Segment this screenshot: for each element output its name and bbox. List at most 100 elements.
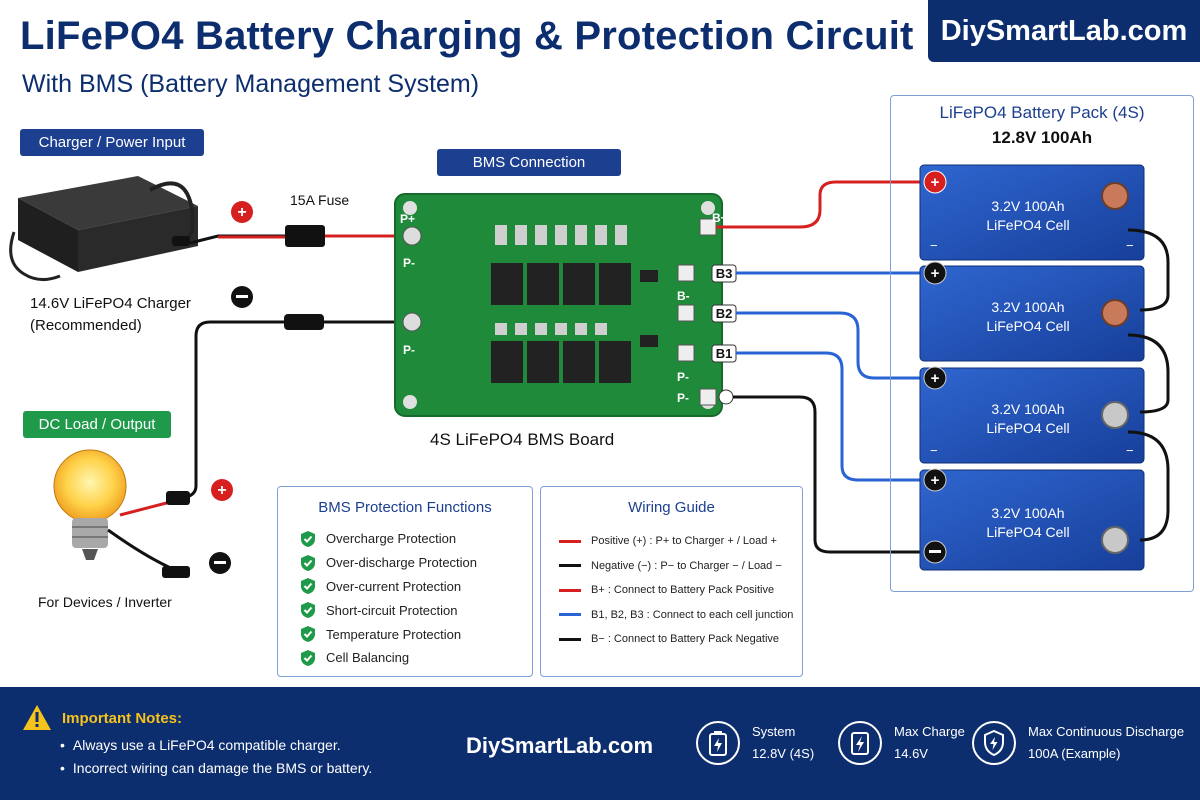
shield-check-icon: [301, 578, 315, 595]
battery-icon: [696, 721, 740, 765]
page-title: LiFePO4 Battery Charging & Protection Ci…: [20, 14, 914, 58]
svg-text:P-: P-: [403, 343, 415, 357]
battery-pack-frame: [890, 95, 1194, 592]
svg-text:P+: P+: [400, 212, 415, 226]
cell-label: 3.2V 100Ah LiFePO4 Cell: [948, 298, 1108, 336]
red-wire-swatch: [559, 588, 581, 592]
battery-pack-title: LiFePO4 Battery Pack (4S): [939, 103, 1145, 122]
svg-text:+: +: [217, 482, 226, 499]
list-item: Over-current Protection: [300, 575, 477, 599]
svg-text:−: −: [930, 443, 938, 458]
protection-item-label: Short-circuit Protection: [326, 602, 458, 618]
protection-item-label: Cell Balancing: [326, 650, 410, 666]
svg-text:B2: B2: [716, 306, 733, 321]
cell-voltage: 3.2V 100Ah: [991, 505, 1065, 521]
cell-label: 3.2V 100Ah LiFePO4 Cell: [948, 504, 1108, 542]
shield-check-icon: [301, 626, 315, 643]
spec-value: 100A (Example): [1028, 746, 1121, 761]
charger-tag: Charger / Power Input: [20, 129, 204, 156]
charger-device: [9, 176, 198, 281]
svg-text:B1: B1: [716, 346, 733, 361]
protection-panel: BMS Protection Functions Overcharge Prot…: [277, 486, 533, 677]
fuse-label: 15A Fuse: [290, 192, 350, 208]
spec-label: System: [752, 724, 796, 739]
wiring-item-label: B− : Connect to Battery Pack Negative: [591, 633, 780, 646]
spec-value: 14.6V: [894, 746, 928, 761]
cell-type: LiFePO4 Cell: [986, 524, 1070, 540]
warning-icon: [23, 705, 51, 730]
cell-label: 3.2V 100Ah LiFePO4 Cell: [948, 197, 1108, 235]
svg-text:−: −: [1126, 443, 1134, 458]
wiring-guide-list: Positive (+) : P+ to Charger + / Load + …: [559, 529, 793, 652]
svg-text:B+: B+: [712, 211, 728, 225]
load-caption: For Devices / Inverter: [38, 594, 172, 610]
svg-text:P-: P-: [403, 256, 415, 270]
protection-item-label: Over-discharge Protection: [326, 555, 478, 571]
charger-minus-marker: [231, 286, 253, 308]
lightning-icon: [838, 721, 882, 765]
svg-text:−: −: [1126, 238, 1134, 253]
load-tag: DC Load / Output: [23, 411, 171, 438]
list-item: Over-discharge Protection: [300, 551, 477, 575]
svg-text:+: +: [931, 174, 940, 191]
spec-value: 12.8V (4S): [752, 746, 815, 761]
bms-board: P+ P- P- B+ B- P- P- B3 B2 B1: [394, 193, 737, 417]
shield-check-icon: [301, 530, 315, 547]
list-item: Incorrect wiring can damage the BMS or b…: [72, 760, 372, 783]
page-subtitle: With BMS (Battery Management System): [22, 70, 480, 98]
black-wire-swatch: [559, 637, 581, 641]
spec-label: Max Charge: [894, 724, 965, 739]
svg-text:B3: B3: [716, 266, 733, 281]
black-wire-swatch: [559, 564, 581, 568]
notes-list: Always use a LiFePO4 compatible charger.…: [72, 737, 372, 783]
charger-caption-line2: (Recommended): [30, 317, 142, 334]
shield-check-icon: [301, 602, 315, 619]
shield-check-icon: [301, 649, 315, 666]
list-item: Overcharge Protection: [300, 527, 477, 551]
shield-bolt-icon: [972, 721, 1016, 765]
list-item: Always use a LiFePO4 compatible charger.: [72, 737, 372, 760]
notes-title: Important Notes:: [62, 710, 182, 727]
svg-text:B-: B-: [677, 289, 690, 303]
svg-text:+: +: [931, 265, 940, 282]
fuse: [285, 225, 325, 247]
load-minus-marker: [209, 552, 231, 574]
wiring-item-label: Negative (−) : P− to Charger − / Load −: [591, 559, 782, 572]
protection-list: Overcharge Protection Over-discharge Pro…: [300, 527, 477, 670]
red-wire-swatch: [559, 539, 581, 543]
list-item: Short-circuit Protection: [300, 598, 477, 622]
battery-pack-rating: 12.8V 100Ah: [991, 128, 1093, 147]
blue-wire-swatch: [559, 613, 581, 617]
bms-connection-tag: BMS Connection: [437, 149, 621, 176]
cell-label: 3.2V 100Ah LiFePO4 Cell: [948, 400, 1108, 438]
shield-check-icon: [301, 554, 315, 571]
footer-brand: DiySmartLab.com: [466, 733, 654, 758]
wiring-item-label: B1, B2, B3 : Connect to each cell juncti…: [591, 608, 794, 621]
protection-item-label: Overcharge Protection: [326, 531, 457, 547]
list-item: Negative (−) : P− to Charger − / Load −: [559, 554, 793, 579]
brand-banner: DiySmartLab.com: [928, 0, 1200, 62]
charger-plus-marker: +: [231, 201, 253, 223]
footer-bar: Important Notes: Always use a LiFePO4 co…: [0, 687, 1200, 800]
cell-type: LiFePO4 Cell: [986, 420, 1070, 436]
list-item: B+ : Connect to Battery Pack Positive: [559, 578, 793, 603]
cell-type: LiFePO4 Cell: [986, 318, 1070, 334]
list-item: Positive (+) : P+ to Charger + / Load +: [559, 529, 793, 554]
spec-max-discharge: Max Continuous Discharge 100A (Example): [972, 721, 1184, 765]
svg-text:−: −: [930, 238, 938, 253]
cell-type: LiFePO4 Cell: [986, 217, 1070, 233]
load-plus-marker: +: [211, 479, 233, 501]
spec-max-charge: Max Charge 14.6V: [838, 721, 965, 765]
list-item: Cell Balancing: [300, 646, 477, 670]
light-bulb: [53, 449, 127, 560]
wiring-diagram: + +: [9, 164, 1170, 578]
spec-label: Max Continuous Discharge: [1028, 724, 1185, 739]
list-item: B1, B2, B3 : Connect to each cell juncti…: [559, 603, 793, 628]
svg-text:+: +: [931, 370, 940, 387]
spec-system: System 12.8V (4S): [696, 721, 814, 765]
bms-caption: 4S LiFePO4 BMS Board: [430, 430, 615, 449]
svg-text:+: +: [237, 204, 246, 221]
battery-cells: [919, 164, 1145, 571]
svg-text:P-: P-: [677, 391, 689, 405]
cell-voltage: 3.2V 100Ah: [991, 299, 1065, 315]
